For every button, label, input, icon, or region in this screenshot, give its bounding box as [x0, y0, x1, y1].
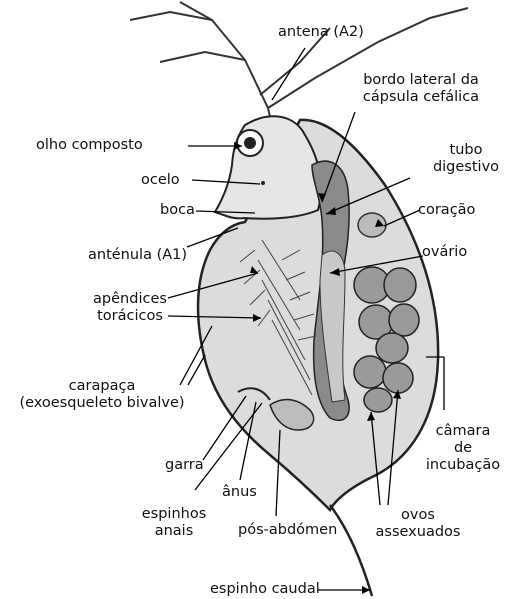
- label-ocelo: ocelo: [141, 172, 180, 189]
- label-ovos-assexuados: ovos assexuados: [366, 507, 470, 541]
- label-tubo-digestivo: tubo digestivo: [426, 142, 506, 176]
- label-anus: ânus: [222, 484, 257, 501]
- label-bordo-lateral-line2: cápsula cefálica: [346, 89, 496, 106]
- label-camara-line3: incubação: [418, 457, 508, 474]
- label-espinho-caudal: espinho caudal: [210, 581, 320, 598]
- label-apendices-line2: torácicos: [80, 308, 180, 325]
- label-apendices-toracicos: apêndices torácicos: [80, 291, 180, 325]
- label-carapaca-line1: carapaça: [4, 378, 200, 395]
- label-antenula: anténula (A1): [88, 247, 187, 264]
- label-antena-a2: antena (A2): [278, 24, 364, 41]
- label-ovario: ovário: [422, 244, 467, 261]
- label-boca: boca: [160, 202, 195, 219]
- label-carapaca-line2: (exoesqueleto bivalve): [4, 395, 200, 412]
- label-espinhos-line1: espinhos: [134, 506, 214, 523]
- ocellus: [261, 181, 265, 185]
- label-camara-line2: de: [418, 440, 508, 457]
- label-coracao: coração: [418, 202, 475, 219]
- label-garra: garra: [165, 457, 204, 474]
- label-pos-abdomen: pós-abdómen: [238, 522, 337, 539]
- label-camara-line1: câmara: [418, 423, 508, 440]
- label-ovos-line2: assexuados: [366, 524, 470, 541]
- label-olho-composto: olho composto: [36, 137, 143, 154]
- label-apendices-line1: apêndices: [80, 291, 180, 308]
- label-ovos-line1: ovos: [366, 507, 470, 524]
- label-tubo-line2: digestivo: [426, 159, 506, 176]
- label-espinhos-anais: espinhos anais: [134, 506, 214, 540]
- label-tubo-line1: tubo: [426, 142, 506, 159]
- label-camara-incubacao: câmara de incubação: [418, 423, 508, 474]
- label-carapaca: carapaça (exoesqueleto bivalve): [4, 378, 200, 412]
- label-bordo-lateral-line1: bordo lateral da: [346, 72, 496, 89]
- label-bordo-lateral: bordo lateral da cápsula cefálica: [346, 72, 496, 106]
- label-espinhos-line2: anais: [134, 523, 214, 540]
